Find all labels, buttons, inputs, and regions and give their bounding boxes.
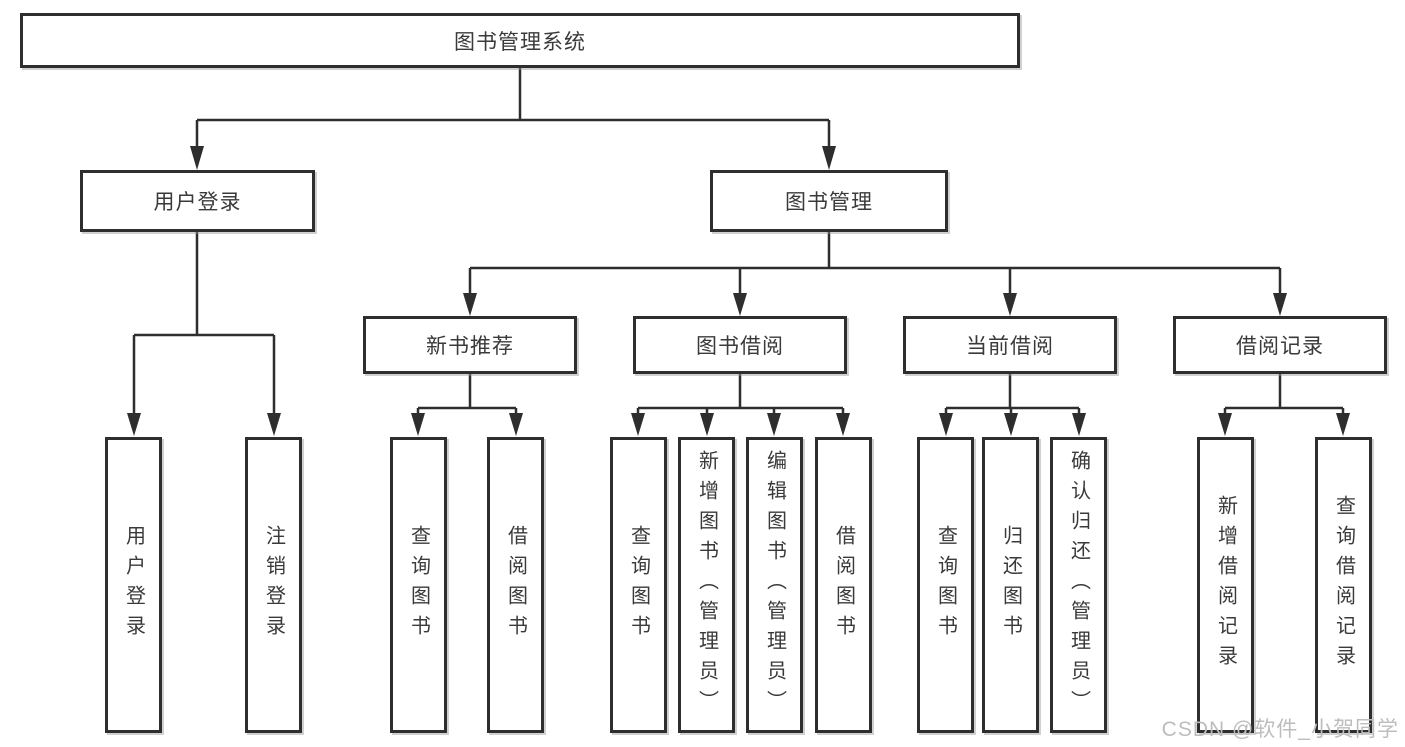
- leaf-query-borrow-record: 查询借阅记录: [1315, 437, 1372, 733]
- leaf-add-borrow-record: 新增借阅记录: [1197, 437, 1254, 733]
- leaf-query-books-borrow: 查询图书: [610, 437, 667, 733]
- leaf-query-borrow-record-label: 查询借阅记录: [1332, 495, 1355, 675]
- node-new-book-recommend: 新书推荐: [363, 316, 577, 374]
- leaf-query-books-recommend: 查询图书: [390, 437, 447, 733]
- leaf-query-books-recommend-label: 查询图书: [407, 525, 430, 645]
- leaf-user-login: 用户登录: [105, 437, 162, 733]
- watermark: CSDN @软件_小贺同学: [1161, 718, 1399, 741]
- leaf-return-books: 归还图书: [982, 437, 1039, 733]
- leaf-logout-label: 注销登录: [262, 525, 285, 645]
- leaf-add-book-admin: 新增图书（管理员）: [678, 437, 735, 733]
- node-current-borrow: 当前借阅: [903, 316, 1117, 374]
- leaf-edit-book-admin: 编辑图书（管理员）: [746, 437, 803, 733]
- arrowheads: [127, 146, 1350, 436]
- leaf-query-books-current: 查询图书: [917, 437, 974, 733]
- node-borrow-records: 借阅记录: [1173, 316, 1387, 374]
- node-book-borrow: 图书借阅: [633, 316, 847, 374]
- leaf-query-books-borrow-label: 查询图书: [627, 525, 650, 645]
- leaf-confirm-return-admin-label: 确认归还（管理员）: [1067, 450, 1090, 720]
- node-user-login: 用户登录: [80, 170, 315, 232]
- leaf-return-books-label: 归还图书: [999, 525, 1022, 645]
- leaf-borrow-books-recommend: 借阅图书: [487, 437, 544, 733]
- leaf-borrow-books: 借阅图书: [815, 437, 872, 733]
- leaf-add-borrow-record-label: 新增借阅记录: [1214, 495, 1237, 675]
- leaf-add-book-admin-label: 新增图书（管理员）: [695, 450, 718, 720]
- node-book-management: 图书管理: [710, 170, 948, 232]
- leaf-borrow-books-recommend-label: 借阅图书: [504, 525, 527, 645]
- leaf-logout: 注销登录: [245, 437, 302, 733]
- leaf-confirm-return-admin: 确认归还（管理员）: [1050, 437, 1107, 733]
- leaf-edit-book-admin-label: 编辑图书（管理员）: [763, 450, 786, 720]
- leaf-borrow-books-label: 借阅图书: [832, 525, 855, 645]
- node-library-system: 图书管理系统: [20, 13, 1020, 68]
- leaf-query-books-current-label: 查询图书: [934, 525, 957, 645]
- leaf-user-login-label: 用户登录: [122, 525, 145, 645]
